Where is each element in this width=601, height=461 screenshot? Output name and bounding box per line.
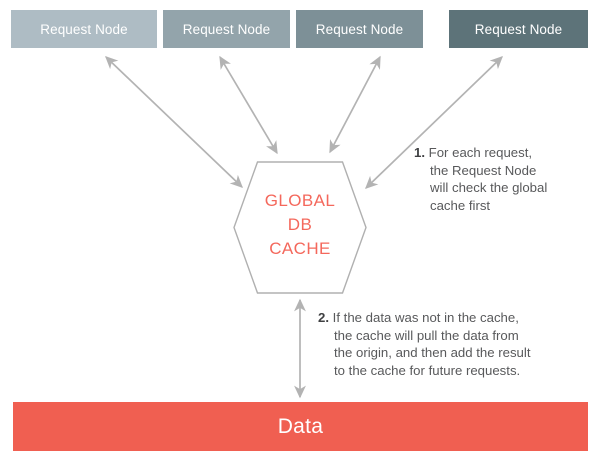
hexagon-outline	[233, 161, 367, 294]
request-node-box-4[interactable]: Request Node	[449, 10, 588, 48]
annotation-1-line-1: For each request,	[428, 145, 533, 160]
cache-label-line-3: CACHE	[269, 239, 331, 258]
request-node-label: Request Node	[315, 21, 404, 37]
connector-node-3-to-cache	[329, 55, 381, 154]
cache-label-line-1: GLOBAL	[264, 191, 336, 210]
data-store-bar[interactable]: Data	[13, 402, 588, 451]
annotation-2-line-1: If the data was not in the cache,	[332, 310, 519, 325]
request-node-label: Request Node	[40, 21, 128, 37]
connector-node-2-to-cache	[219, 55, 278, 155]
annotation-2-line-2: the cache will pull the data from	[334, 327, 519, 343]
annotation-1: 1. For each request, the Request Node wi…	[414, 144, 594, 214]
request-node-label: Request Node	[182, 21, 271, 37]
annotation-2-line-4: to the cache for future requests.	[334, 362, 521, 378]
cache-label-line-2: DB	[287, 215, 313, 234]
request-node-box-3[interactable]: Request Node	[296, 10, 423, 48]
annotation-1-line-2: the Request Node	[430, 162, 537, 178]
request-node-label: Request Node	[474, 21, 563, 37]
request-node-box-1[interactable]: Request Node	[11, 10, 157, 48]
annotation-1-line-4: cache first	[430, 197, 491, 213]
annotation-1-number: 1.	[414, 145, 425, 160]
data-store-label: Data	[277, 414, 324, 438]
global-db-cache-label: GLOBAL DB CACHE	[233, 189, 367, 261]
annotation-2-number: 2.	[318, 310, 329, 325]
global-db-cache-hexagon[interactable]	[233, 161, 367, 294]
annotation-2: 2. If the data was not in the cache, the…	[318, 309, 594, 379]
annotation-1-line-3: will check the global	[430, 180, 548, 196]
request-node-box-2[interactable]: Request Node	[163, 10, 290, 48]
connector-node-1-to-cache	[105, 56, 243, 188]
annotation-2-line-3: the origin, and then add the result	[334, 345, 531, 361]
